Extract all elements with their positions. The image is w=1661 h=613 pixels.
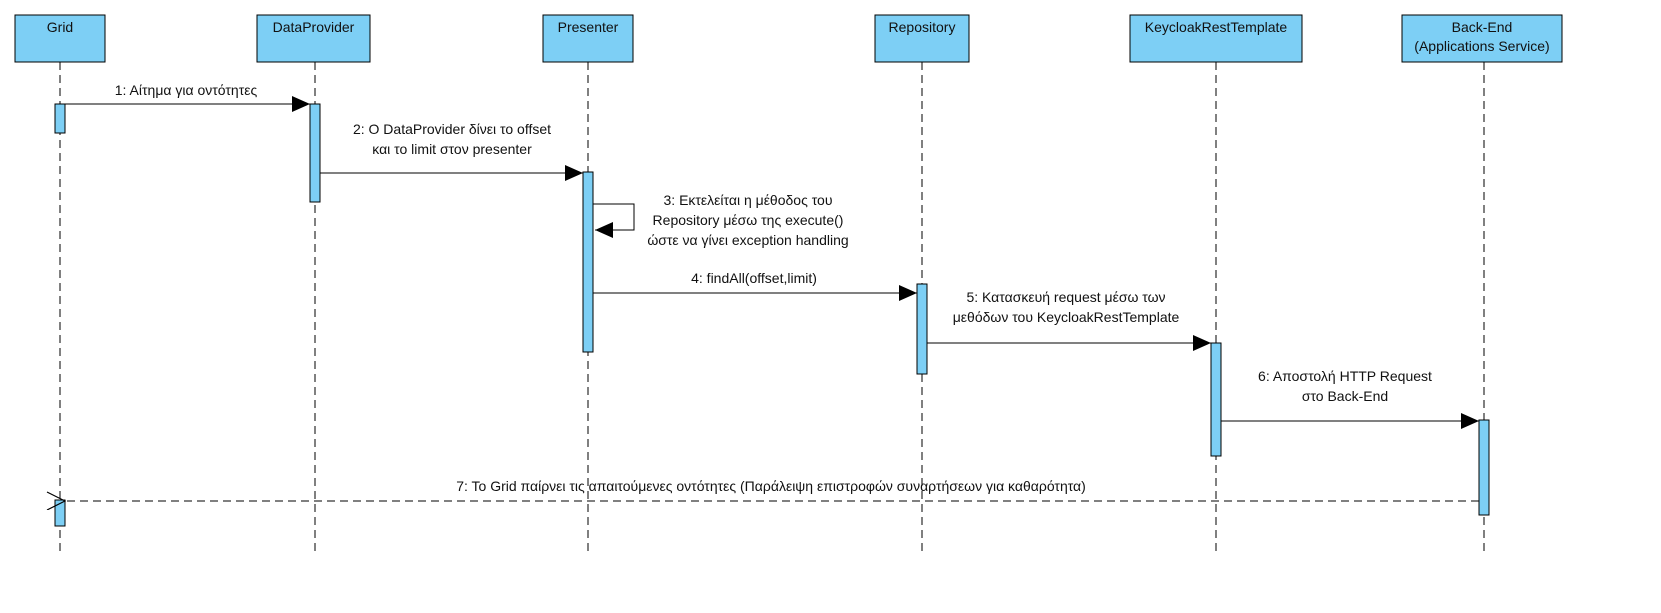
participant-name: DataProvider: [273, 19, 355, 35]
data-provider-activation-bar: [309, 103, 321, 203]
message-label: 4: findAll(offset,limit): [691, 270, 817, 286]
participant-box: [14, 14, 106, 63]
message-4[interactable]: 4: findAll(offset,limit): [593, 270, 917, 301]
participant-box: [1401, 14, 1563, 63]
message-label: 7: Το Grid παίρνει τις απαιτούμενες οντό…: [456, 478, 1086, 494]
participant-box: [542, 14, 634, 63]
participant-presenter[interactable]: Presenter: [542, 14, 634, 63]
grid-activation-bar: [54, 499, 66, 527]
message-arrow: [593, 203, 635, 238]
participant-name: Presenter: [558, 19, 619, 35]
participant-box: [256, 14, 371, 63]
presenter-activation-bar: [582, 171, 594, 353]
participant-grid[interactable]: Grid: [14, 14, 106, 63]
keycloak-rest-template-activation-bar: [1210, 342, 1222, 457]
participant-data-provider[interactable]: DataProvider: [256, 14, 371, 63]
message-1[interactable]: 1: Αίτημα για οντότητες: [65, 82, 310, 112]
back-end-activation-bar: [1478, 419, 1490, 516]
grid-activation-bar: [54, 103, 66, 134]
message-label: 1: Αίτημα για οντότητες: [115, 82, 258, 98]
repository-activation-bar: [916, 283, 928, 375]
participant-box: [874, 14, 970, 63]
participant-name: KeycloakRestTemplate: [1145, 19, 1288, 35]
participant-back-end[interactable]: Back-End(Applications Service): [1401, 14, 1563, 63]
participant-box: [1129, 14, 1303, 63]
participant-name: Back-End(Applications Service): [1414, 19, 1549, 54]
participant-name: Grid: [47, 19, 73, 35]
message-7[interactable]: 7: Το Grid παίρνει τις απαιτούμενες οντό…: [65, 478, 1479, 501]
participant-repository[interactable]: Repository: [874, 14, 970, 63]
participant-keycloak-rest-template[interactable]: KeycloakRestTemplate: [1129, 14, 1303, 63]
participant-name: Repository: [889, 19, 956, 35]
